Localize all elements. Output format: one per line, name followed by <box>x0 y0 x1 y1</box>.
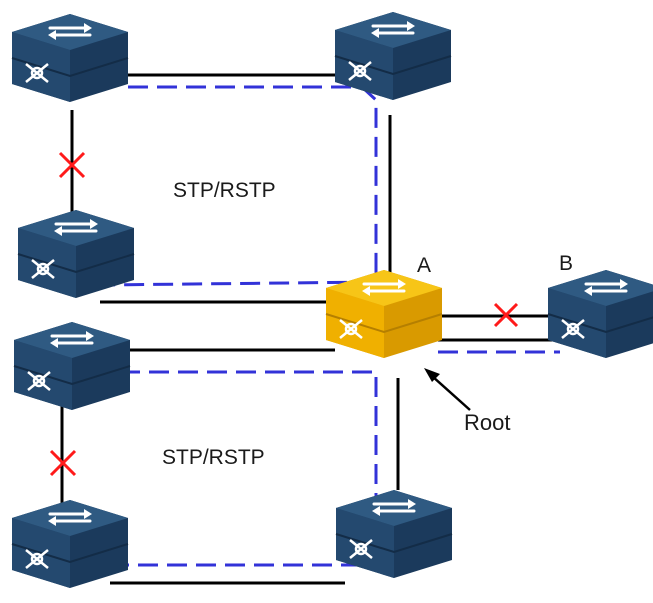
segment-label-lower: STP/RSTP <box>162 446 265 469</box>
root-label: Root <box>464 410 510 435</box>
network-switch-icon <box>333 10 453 102</box>
network-switch-icon <box>546 268 653 360</box>
network-switch-icon <box>12 320 132 412</box>
network-switch-icon <box>334 488 454 580</box>
network-switch-icon <box>10 498 130 590</box>
root-switch-icon <box>324 268 444 360</box>
switch-b-label: B <box>559 252 573 275</box>
blocked-port-x-icon <box>493 302 519 328</box>
network-switch-icon <box>16 208 136 300</box>
network-switch-icon <box>10 12 130 104</box>
root-pointer-arrow <box>424 368 471 411</box>
switch-a-label: A <box>417 254 431 277</box>
blocked-port-x-icon <box>58 151 86 179</box>
upper-tree-path <box>99 85 378 287</box>
segment-label-upper: STP/RSTP <box>173 179 276 202</box>
blocked-port-x-icon <box>49 449 77 477</box>
physical-links <box>60 73 560 585</box>
